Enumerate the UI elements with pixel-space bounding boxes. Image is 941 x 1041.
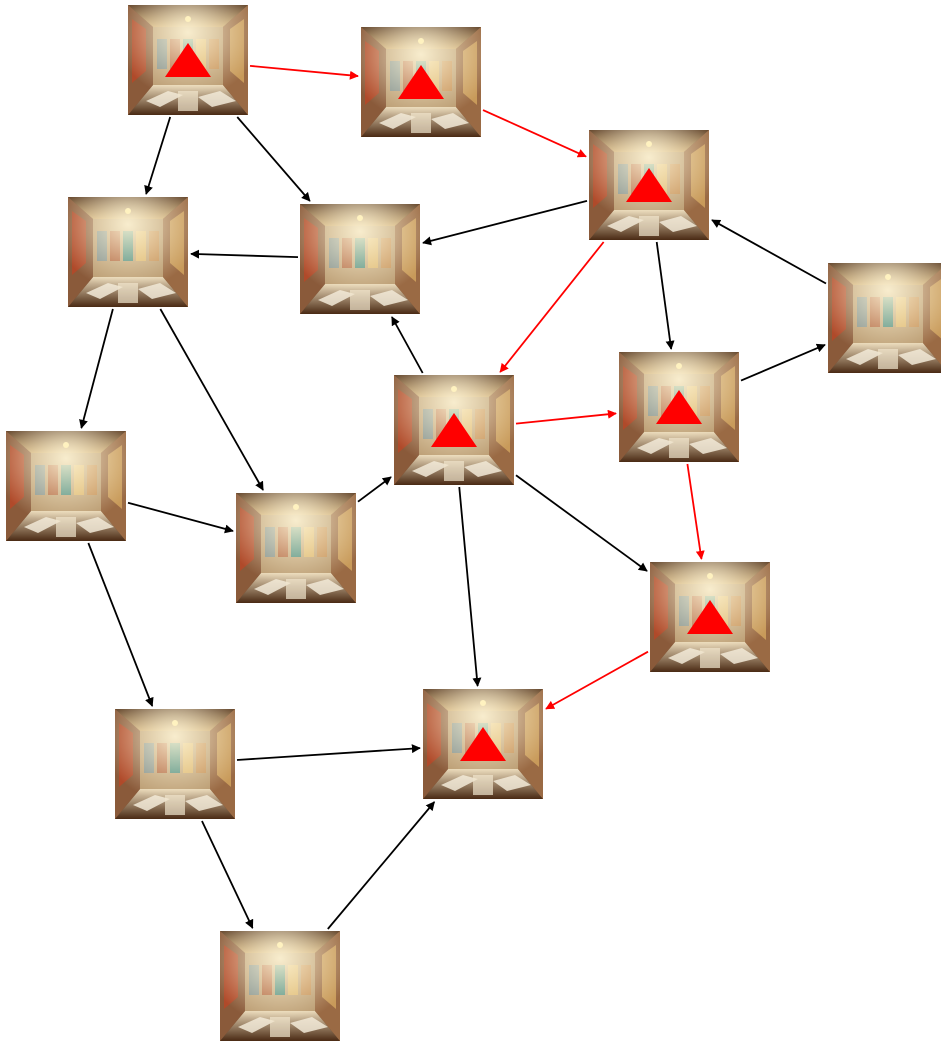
red-triangle-icon [165, 43, 211, 77]
graph-node-n5 [300, 204, 420, 314]
highlighted-edge-n3-n7 [499, 241, 605, 373]
edge-n8-n6 [740, 343, 826, 382]
graph-node-n3 [589, 130, 709, 240]
red-triangle-icon [626, 168, 672, 202]
graph-node-n12 [115, 709, 235, 819]
room-with-many-doors-image [6, 431, 126, 541]
red-triangle-icon [687, 600, 733, 634]
red-triangle-icon [398, 65, 444, 99]
edge-n1-n4 [144, 116, 172, 195]
room-with-many-doors-image [220, 931, 340, 1041]
room-with-many-doors-image [115, 709, 235, 819]
room-with-many-doors-image [236, 493, 356, 603]
graph-node-n10 [236, 493, 356, 603]
highlighted-edge-n2-n3 [482, 109, 587, 158]
edge-n12-n13 [236, 744, 421, 761]
highlighted-edge-n11-n13 [545, 650, 649, 710]
edge-n7-n5 [391, 316, 424, 374]
edges [79, 64, 827, 930]
highlighted-edge-n8-n11 [686, 463, 705, 560]
edge-n12-n14 [201, 820, 254, 929]
edge-n9-n12 [87, 542, 154, 707]
edge-n10-n7 [357, 476, 392, 503]
edge-n3-n8 [655, 241, 675, 350]
graph-node-n13 [423, 689, 543, 799]
graph-node-n4 [68, 197, 188, 307]
edge-n7-n11 [515, 474, 648, 572]
red-triangle-icon [460, 727, 506, 761]
edge-n9-n10 [127, 501, 234, 534]
room-with-many-doors-image [828, 263, 941, 373]
edge-n5-n4 [190, 249, 299, 259]
graph-node-n11 [650, 562, 770, 672]
red-triangle-icon [431, 413, 477, 447]
graph-node-n6 [828, 263, 941, 373]
edge-n3-n5 [422, 200, 588, 246]
red-triangle-icon [656, 390, 702, 424]
edge-n4-n10 [159, 308, 264, 491]
highlighted-edge-n7-n8 [515, 409, 617, 425]
highlighted-edge-n1-n2 [249, 64, 359, 80]
room-with-many-doors-image [68, 197, 188, 307]
edge-n14-n13 [327, 801, 436, 930]
graph-node-n14 [220, 931, 340, 1041]
graph-node-n2 [361, 27, 481, 137]
graph-node-n1 [128, 5, 248, 115]
graph-node-n7 [394, 375, 514, 485]
graph-node-n9 [6, 431, 126, 541]
edge-n1-n5 [236, 116, 311, 202]
edge-n6-n3 [711, 219, 827, 285]
room-with-many-doors-image [300, 204, 420, 314]
nodes [6, 5, 941, 1041]
edge-n7-n13 [458, 486, 482, 687]
edge-n4-n9 [79, 308, 114, 429]
graph-node-n8 [619, 352, 739, 462]
